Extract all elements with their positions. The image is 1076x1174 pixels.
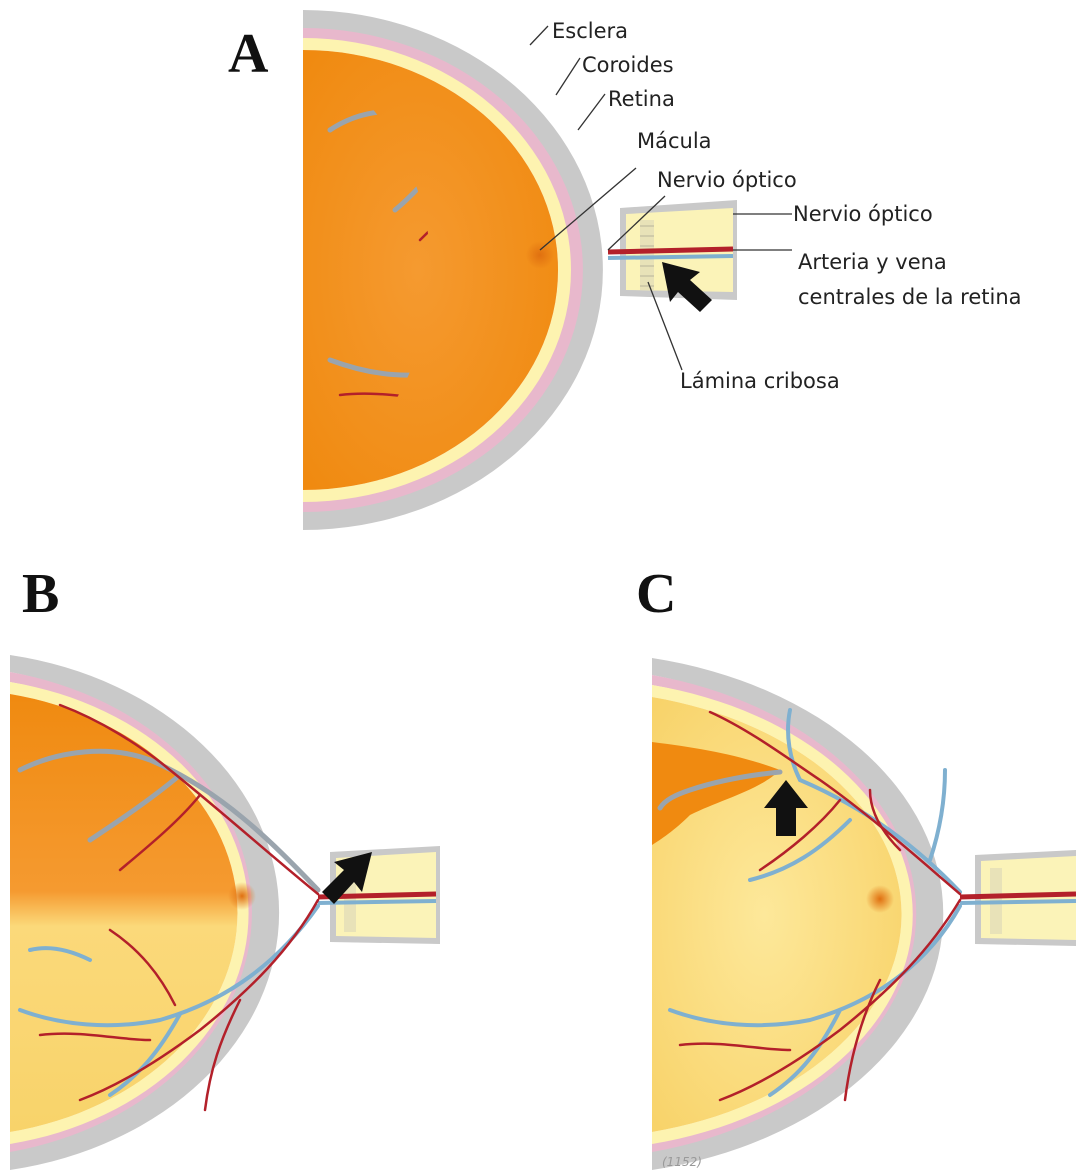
label-arteria-vena-line2: centrales de la retina [798,285,1022,309]
macula-spot-a [526,241,554,269]
macula-spot-b [228,882,256,910]
label-coroides: Coroides [582,53,674,77]
label-nervio-optico-papila: Nervio óptico [657,168,797,192]
label-arteria-vena-line1: Arteria y vena [798,250,947,274]
panel-c: C (1152) [636,563,1076,1170]
label-retina: Retina [608,87,675,111]
panel-letter-b: B [22,563,59,625]
panel-letter-a: A [228,23,269,85]
optic-nerve-c [960,850,1076,946]
panel-a: A Esclera Coroides Retina Mácula Nervio … [228,10,1022,530]
macula-spot-c [866,885,894,913]
panel-letter-c: C [636,563,676,625]
artist-signature: (1152) [662,1155,702,1169]
panel-b: B [10,563,440,1170]
label-nervio-optico: Nervio óptico [793,202,933,226]
label-macula: Mácula [637,129,712,153]
label-lamina-cribosa: Lámina cribosa [680,369,840,393]
label-esclera: Esclera [552,19,628,43]
